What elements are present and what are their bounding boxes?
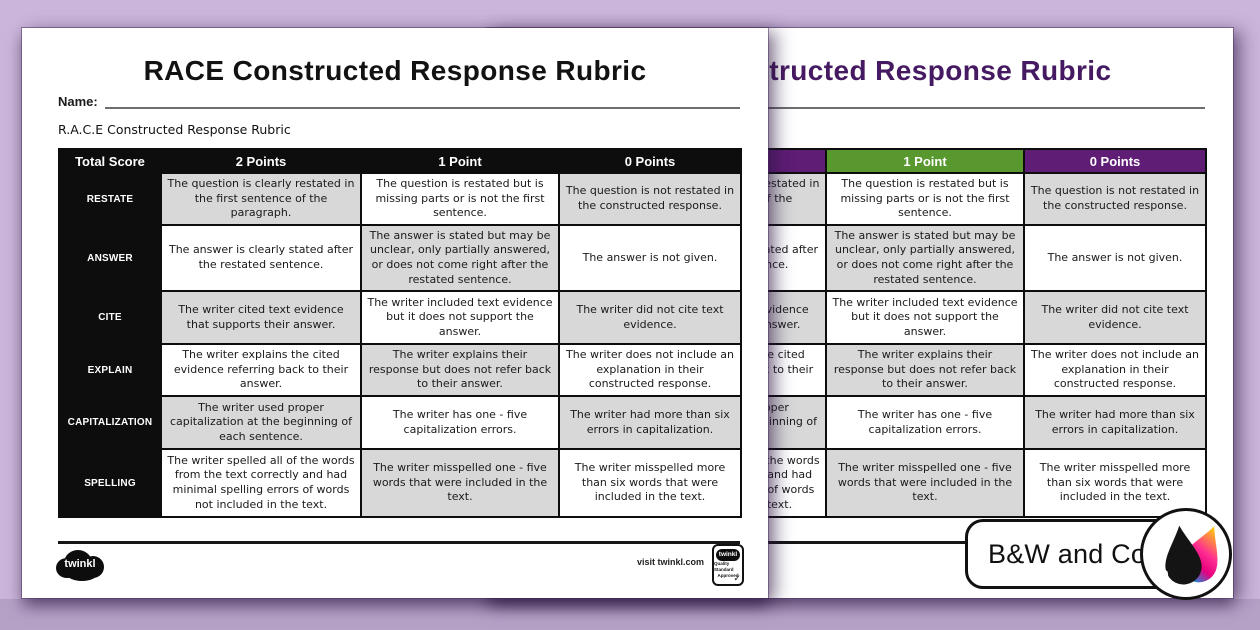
rubric-cell: The writer did not cite text evidence.	[558, 290, 742, 345]
badge-text: Quality Standard	[714, 561, 734, 572]
row-label-restate: RESTATE	[58, 172, 162, 226]
name-row: Name:	[58, 94, 740, 109]
rubric-row-cite: CITE The writer cited text evidence that…	[58, 290, 742, 345]
rubric-cell: The writer does not include an explanati…	[558, 343, 742, 397]
rubric-cell: The question is restated but is missing …	[825, 172, 1025, 226]
header-2-points: 2 Points	[160, 148, 362, 174]
footer-rule	[523, 541, 1205, 544]
rubric-row-spelling: SPELLING The writer spelled all of the w…	[58, 448, 742, 518]
rubric-cell: The writer used proper capitalization at…	[160, 395, 362, 450]
rubric-cell: The writer misspelled one - five words t…	[360, 448, 560, 518]
row-label-capitalization: CAPITALIZATION	[58, 395, 162, 450]
rubric-cell: The writer did not cite text evidence.	[1023, 290, 1207, 345]
rubric-cell: The answer is stated but may be unclear,…	[825, 224, 1025, 292]
header-1-point: 1 Point	[825, 148, 1025, 174]
row-label-cite: CITE	[58, 290, 162, 345]
header-0-points: 0 Points	[558, 148, 742, 174]
rubric-cell: The writer had more than six errors in c…	[558, 395, 742, 450]
rubric-cell: The writer explains their response but d…	[825, 343, 1025, 397]
rubric-row-answer: ANSWER The answer is clearly stated afte…	[58, 224, 742, 292]
rubric-cell: The writer spelled all of the words from…	[160, 448, 362, 518]
visit-link-text: visit twinkl.com	[636, 557, 704, 567]
rubric-cell: The question is restated but is missing …	[360, 172, 560, 226]
rubric-cell: The writer had more than six errors in c…	[1023, 395, 1207, 450]
rubric-header-row: Total Score 2 Points 1 Point 0 Points	[58, 148, 742, 174]
twinkl-badge-logo: twinkl	[716, 549, 740, 561]
badge-text: Approved	[717, 573, 739, 578]
rubric-cell: The question is not restated in the cons…	[1023, 172, 1207, 226]
worksheet-page-bw: RACE Constructed Response Rubric Name: R…	[22, 28, 768, 598]
ink-drops-icon	[1161, 519, 1227, 593]
rubric-cell: The writer included text evidence but it…	[360, 290, 560, 345]
rubric-cell: The writer misspelled more than six word…	[558, 448, 742, 518]
header-0-points: 0 Points	[1023, 148, 1207, 174]
name-label: Name:	[58, 94, 98, 109]
row-label-answer: ANSWER	[58, 224, 162, 292]
rubric-cell: The answer is not given.	[558, 224, 742, 292]
rubric-cell: The writer does not include an explanati…	[1023, 343, 1207, 397]
rubric-cell: The writer misspelled one - five words t…	[825, 448, 1025, 518]
rubric-cell: The answer is stated but may be unclear,…	[360, 224, 560, 292]
rubric-cell: The writer misspelled more than six word…	[1023, 448, 1207, 518]
header-1-point: 1 Point	[360, 148, 560, 174]
name-blank-line	[569, 95, 1205, 109]
rubric-cell: The writer cited text evidence that supp…	[160, 290, 362, 345]
name-blank-line	[104, 95, 740, 109]
rubric-row-restate: RESTATE The question is clearly restated…	[58, 172, 742, 226]
quality-standard-badge: twinkl Quality Standard Approved ✓	[712, 544, 744, 586]
rubric-table: Total Score 2 Points 1 Point 0 Points RE…	[58, 148, 742, 518]
row-label-explain: EXPLAIN	[58, 343, 162, 397]
rubric-cell: The writer explains their response but d…	[360, 343, 560, 397]
rubric-cell: The question is clearly restated in the …	[160, 172, 362, 226]
header-total-score: Total Score	[58, 148, 162, 174]
page-title: RACE Constructed Response Rubric	[143, 55, 647, 86]
rubric-cell: The writer explains the cited evidence r…	[160, 343, 362, 397]
ink-drops-badge	[1140, 508, 1232, 600]
rubric-cell: The writer has one - five capitalization…	[360, 395, 560, 450]
rubric-cell: The writer included text evidence but it…	[825, 290, 1025, 345]
rubric-cell: The answer is not given.	[1023, 224, 1207, 292]
row-label-spelling: SPELLING	[58, 448, 162, 518]
footer-rule	[58, 541, 740, 544]
rubric-cell: The answer is clearly stated after the r…	[160, 224, 362, 292]
twinkl-logo-text: twinkl	[64, 558, 96, 570]
rubric-subtitle: R.A.C.E Constructed Response Rubric	[58, 122, 291, 137]
rubric-row-capitalization: CAPITALIZATION The writer used proper ca…	[58, 395, 742, 450]
twinkl-logo: twinkl	[56, 549, 108, 583]
rubric-cell: The question is not restated in the cons…	[558, 172, 742, 226]
rubric-cell: The writer has one - five capitalization…	[825, 395, 1025, 450]
background-floor-strip	[0, 599, 1260, 630]
rubric-row-explain: EXPLAIN The writer explains the cited ev…	[58, 343, 742, 397]
check-icon: ✓	[733, 573, 741, 583]
